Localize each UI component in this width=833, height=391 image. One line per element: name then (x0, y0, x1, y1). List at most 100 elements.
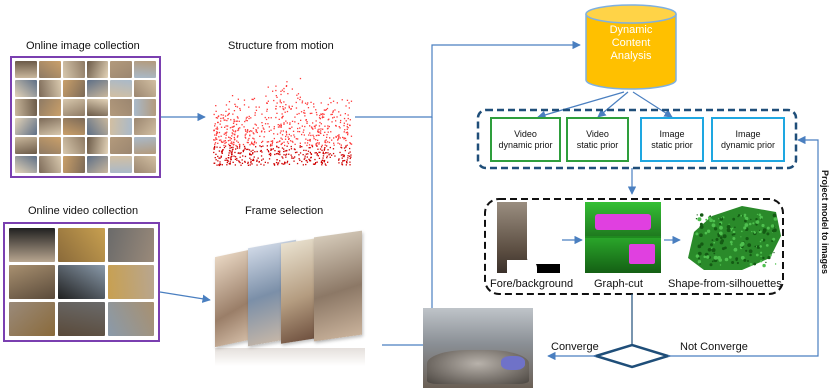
point-cloud-point (227, 125, 229, 127)
point-cloud-point (318, 134, 320, 136)
point-cloud-point (307, 153, 309, 155)
point-cloud-point (236, 157, 238, 160)
point-cloud-point (231, 149, 234, 151)
point-cloud-point (228, 101, 231, 103)
point-cloud-point (329, 153, 331, 155)
online-video-collection (3, 222, 160, 342)
point-cloud-point (334, 109, 336, 111)
point-cloud-point (299, 96, 301, 98)
point-cloud-point (226, 164, 228, 166)
silhouette-texture-dot (765, 261, 767, 264)
point-cloud-point (337, 139, 339, 141)
point-cloud-point (271, 143, 273, 145)
silhouette-texture-dot (731, 227, 734, 230)
point-cloud-point (277, 126, 280, 128)
point-cloud-point (282, 106, 284, 108)
point-cloud-point (249, 130, 252, 132)
point-cloud-point (339, 121, 342, 124)
silhouette-texture-dot (740, 236, 742, 238)
point-cloud-point (259, 135, 261, 137)
point-cloud-point (314, 125, 316, 127)
point-cloud-point (327, 152, 329, 154)
point-cloud-point (231, 95, 234, 97)
point-cloud-point (224, 132, 226, 134)
point-cloud-point (341, 147, 343, 149)
point-cloud-point (231, 126, 233, 128)
point-cloud-point (280, 126, 282, 128)
point-cloud-point (279, 153, 281, 156)
point-cloud-point (305, 138, 307, 140)
silhouette-texture-dot (719, 236, 723, 239)
point-cloud-point (213, 148, 215, 150)
point-cloud-point (327, 103, 329, 106)
final-3d-model (423, 308, 533, 388)
point-cloud-point (234, 156, 237, 158)
point-cloud-point (264, 116, 266, 119)
silhouette-texture-dot (697, 260, 702, 264)
point-cloud-point (332, 111, 334, 113)
silhouette-texture-dot (728, 223, 730, 225)
point-cloud-point (255, 146, 257, 148)
point-cloud-point (316, 144, 318, 146)
point-cloud-point (231, 155, 233, 157)
point-cloud-point (320, 146, 323, 148)
point-cloud-point (318, 157, 321, 159)
point-cloud-point (234, 131, 236, 133)
point-cloud-point (275, 108, 277, 110)
silhouette-texture-dot (700, 242, 704, 246)
point-cloud-point (346, 161, 348, 164)
point-cloud-point (216, 132, 219, 134)
point-cloud-point (315, 162, 317, 164)
point-cloud-point (310, 156, 312, 158)
point-cloud-point (308, 139, 311, 141)
point-cloud-point (256, 150, 258, 153)
silhouette-texture-dot (745, 237, 749, 241)
silhouette-texture-dot (735, 257, 739, 260)
point-cloud-point (331, 139, 333, 141)
arrow-dca-to-prior3 (632, 91, 673, 118)
silhouette-texture-dot (743, 215, 746, 218)
point-cloud-point (277, 152, 279, 155)
point-cloud-point (315, 152, 317, 154)
silhouette-texture-dot (761, 223, 765, 228)
point-cloud-point (315, 144, 317, 146)
prior-video-static-line1: Video (586, 128, 609, 139)
point-cloud-point (333, 116, 335, 118)
point-cloud-point (298, 154, 300, 156)
point-cloud-point (218, 157, 220, 159)
point-cloud-point (229, 147, 231, 149)
point-cloud-point (275, 116, 277, 119)
silhouette-texture-dot (743, 226, 747, 230)
point-cloud-point (236, 120, 238, 122)
point-cloud-point (303, 109, 305, 112)
point-cloud-point (285, 120, 287, 122)
image-thumbnail (62, 137, 85, 154)
point-cloud-point (319, 114, 321, 117)
point-cloud-point (282, 157, 284, 159)
point-cloud-point (272, 148, 274, 150)
point-cloud-point (233, 141, 235, 144)
point-cloud-point (255, 124, 257, 126)
point-cloud-point (243, 99, 246, 101)
point-cloud-point (239, 127, 241, 129)
point-cloud-point (249, 157, 251, 159)
point-cloud-point (289, 122, 291, 124)
point-cloud-point (349, 142, 351, 144)
silhouette-texture-dot (697, 244, 702, 249)
dca-line-3: Analysis (610, 50, 652, 62)
point-cloud-point (280, 123, 282, 125)
point-cloud-point (245, 117, 247, 119)
point-cloud-point (220, 139, 222, 141)
point-cloud-point (305, 163, 307, 166)
point-cloud-point (330, 131, 332, 133)
point-cloud-point (340, 154, 343, 156)
point-cloud-point (288, 133, 290, 136)
image-thumbnail (134, 80, 156, 97)
prior-video-dynamic-line1: Video (514, 128, 537, 139)
silhouette-texture-dot (695, 254, 700, 258)
point-cloud-point (332, 110, 334, 112)
point-cloud-point (238, 147, 241, 149)
silhouette-texture-dot (755, 223, 758, 226)
